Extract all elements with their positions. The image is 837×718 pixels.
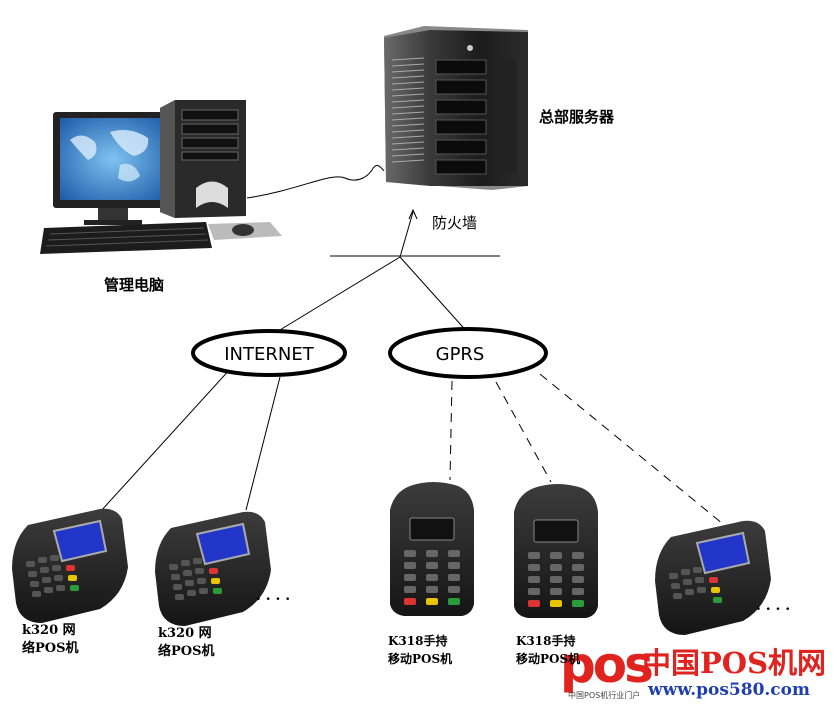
pos-label-2-line1: k320 网 (158, 626, 212, 641)
pos-label-3: K318手持 移动POS机 (388, 632, 452, 668)
firewall-arrow (408, 208, 418, 220)
pos-terminal-1 (12, 508, 128, 623)
internet-uplink (269, 256, 401, 337)
watermark-url: www.pos580.com (648, 680, 810, 700)
watermark-logo-graphic: pos (560, 636, 655, 694)
watermark-title: 中国POS机网 (642, 646, 827, 680)
internet-label: INTERNET (224, 344, 314, 365)
gprs-pos5-link (539, 373, 724, 525)
internet-pos1-link (99, 366, 233, 513)
pos-label-1-line2: 络POS机 (22, 641, 79, 656)
gprs-node: GPRS (388, 327, 548, 379)
pos-terminal-2 (155, 511, 271, 626)
ellipsis-left: . . . . (256, 588, 291, 604)
watermark-tagline: 中国POS机行业门户 (568, 691, 641, 700)
server-label: 总部服务器 (539, 108, 615, 126)
pos-terminal-4 (514, 484, 598, 618)
gprs-uplink (399, 256, 471, 336)
server-image (384, 26, 528, 190)
pos-label-2: k320 网 络POS机 (158, 625, 215, 661)
management-pc-label: 管理电脑 (104, 276, 165, 294)
internet-node: INTERNET (191, 329, 347, 377)
gprs-pos3-link (449, 380, 453, 481)
pos-terminal-3 (390, 482, 474, 616)
gprs-label: GPRS (436, 344, 485, 365)
firewall-up-link (399, 211, 414, 258)
pos-label-1-line1: k320 网 (22, 623, 76, 638)
pos-label-4-line2: 移动POS机 (516, 652, 581, 666)
ellipsis-right: . . . . (756, 598, 791, 614)
pos-label-3-line1: K318手持 (388, 634, 448, 648)
connection-lines (99, 164, 724, 525)
pos-label-3-line2: 移动POS机 (388, 652, 453, 666)
pos-label-2-line2: 络POS机 (158, 644, 215, 659)
management-pc-image (40, 100, 282, 254)
pc-server-link (246, 164, 385, 199)
pos-label-4-line1: K318手持 (516, 634, 576, 648)
pos-terminal-5 (655, 520, 771, 635)
pos-label-4: K318手持 移动POS机 (516, 632, 580, 668)
watermark-logo: pos (560, 636, 652, 694)
firewall-label: 防火墙 (432, 214, 478, 232)
gprs-pos4-link (495, 381, 552, 483)
internet-pos2-link (245, 376, 281, 511)
pos-label-1: k320 网 络POS机 (22, 622, 79, 658)
